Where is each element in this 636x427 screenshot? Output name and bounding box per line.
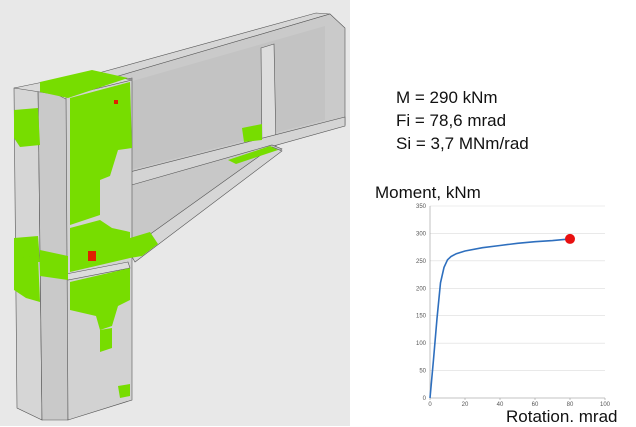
- moment-result: M = 290 kNm: [396, 88, 498, 107]
- max-strain-spot: [88, 251, 96, 261]
- haunch-flange: [127, 146, 283, 263]
- y-tick-label: 150: [416, 314, 427, 320]
- x-tick-label: 60: [532, 402, 539, 408]
- y-tick-label: 50: [419, 369, 426, 375]
- max-strain-spot-cap: [114, 100, 118, 104]
- x-tick-label: 0: [428, 402, 432, 408]
- y-tick-label: 300: [416, 231, 427, 237]
- y-tick-label: 250: [416, 259, 427, 265]
- y-tick-label: 350: [416, 204, 427, 210]
- x-tick-label: 100: [600, 402, 611, 408]
- y-tick-label: 100: [416, 341, 427, 347]
- x-tick-label: 80: [567, 402, 574, 408]
- result-summary: M = 290 kNm Fi = 78,6 mrad Si = 3,7 MNm/…: [396, 86, 529, 155]
- x-tick-label: 40: [497, 402, 504, 408]
- yield-zone-haunch-root: [130, 232, 158, 258]
- yield-zone-left-top: [14, 108, 40, 147]
- stiffness-result: Si = 3,7 MNm/rad: [396, 134, 529, 153]
- yield-zone-flange-top: [70, 82, 132, 225]
- yield-zone-flange-mid: [70, 220, 130, 272]
- yield-zone-left-bottom: [14, 256, 40, 302]
- connection-model-view: [0, 0, 350, 426]
- yield-zone-left-mid: [14, 236, 40, 262]
- moment-rotation-curve: [429, 238, 571, 399]
- y-tick-label: 200: [416, 286, 427, 292]
- yield-zone-flange-bottom: [70, 268, 130, 330]
- yield-zone-beam-web: [242, 124, 262, 142]
- yield-zone-flange-low: [100, 328, 112, 352]
- yield-zone-web-mid: [40, 250, 68, 280]
- beam-stiffener: [260, 43, 277, 151]
- x-axis-label: Rotation. mrad: [506, 407, 618, 426]
- moment-rotation-chart: 0 50 100 150 200 250 300 350 0 20 40 60 80 100: [416, 204, 611, 408]
- yield-zone-beam-flange: [228, 146, 278, 164]
- yield-zone-flange-foot: [118, 384, 130, 398]
- current-state-marker: [565, 233, 575, 244]
- rotation-result: Fi = 78,6 mrad: [396, 111, 507, 130]
- y-tick-label: 0: [423, 396, 427, 402]
- yield-zone-cap: [40, 70, 128, 98]
- chart-title: Moment, kNm: [375, 183, 481, 202]
- x-tick-label: 20: [462, 402, 469, 408]
